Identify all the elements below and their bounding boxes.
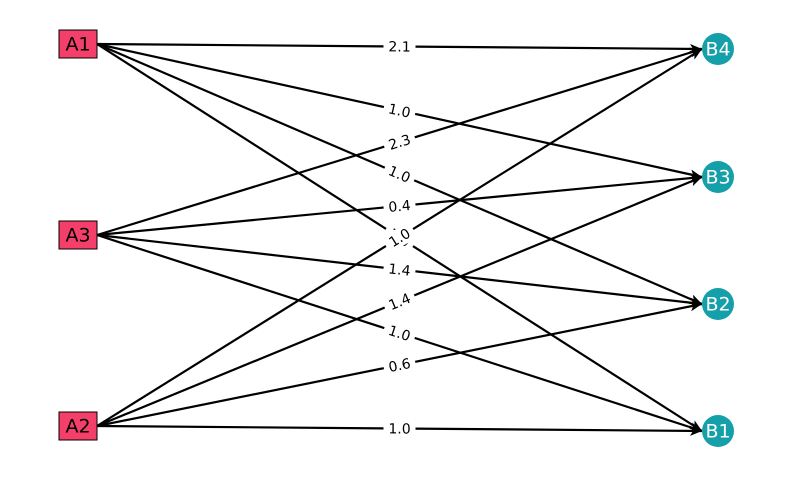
edge-labels-layer: 2.11.01.01.02.30.41.41.01.01.40.61.0 bbox=[381, 37, 418, 438]
edge-label-background bbox=[381, 221, 418, 254]
edge-label-a3-b3: 0.4 bbox=[382, 195, 417, 217]
source-node-box bbox=[58, 220, 98, 250]
edge-label-a2-b3: 1.4 bbox=[381, 287, 418, 316]
edge-label-value: 1.4 bbox=[387, 261, 411, 279]
edge-label-background bbox=[381, 128, 418, 156]
target-node-b4[interactable]: B4 bbox=[702, 33, 734, 65]
target-node-label: B3 bbox=[705, 167, 730, 189]
edge-label-a3-b4: 2.3 bbox=[381, 128, 418, 156]
edge-label-background bbox=[382, 353, 417, 377]
edge-label-value: 0.4 bbox=[388, 198, 412, 216]
source-node-a3[interactable]: A3 bbox=[58, 220, 98, 250]
target-node-circle bbox=[702, 415, 734, 447]
source-node-label: A2 bbox=[65, 416, 90, 438]
edge-label-background bbox=[381, 287, 418, 316]
edge-label-a3-b1: 1.0 bbox=[381, 319, 418, 347]
edge-label-a2-b1: 1.0 bbox=[383, 419, 416, 438]
edge-label-a1-b2: 1.0 bbox=[381, 159, 418, 189]
edge-label-a1-b3: 1.0 bbox=[381, 98, 418, 123]
edge-label-background bbox=[381, 98, 418, 123]
edge-label-value: 1.4 bbox=[387, 291, 414, 314]
edge-label-value: 1.0 bbox=[388, 421, 410, 437]
source-node-box bbox=[58, 411, 98, 441]
edge-label-background bbox=[382, 195, 417, 217]
target-node-label: B2 bbox=[705, 294, 730, 316]
target-node-b3[interactable]: B3 bbox=[702, 161, 734, 193]
source-node-a1[interactable]: A1 bbox=[58, 29, 98, 59]
edge-label-background bbox=[383, 419, 416, 438]
source-node-a2[interactable]: A2 bbox=[58, 411, 98, 441]
edge-label-value: 2.3 bbox=[387, 132, 413, 154]
target-node-circle bbox=[702, 288, 734, 320]
edge-label-a2-b2: 0.6 bbox=[382, 353, 417, 377]
target-node-b1[interactable]: B1 bbox=[702, 415, 734, 447]
edge-label-background bbox=[381, 319, 418, 347]
target-node-circle bbox=[702, 33, 734, 65]
source-node-label: A3 bbox=[65, 225, 90, 247]
target-node-label: B4 bbox=[705, 39, 730, 61]
edge-label-background bbox=[381, 159, 418, 189]
edge-label-background bbox=[382, 258, 417, 281]
edge-label-value: 0.6 bbox=[387, 356, 412, 376]
edge-label-a2-b4: 1.0 bbox=[381, 221, 418, 254]
source-node-label: A1 bbox=[65, 34, 90, 56]
target-node-b2[interactable]: B2 bbox=[702, 288, 734, 320]
edge-label-value: 2.1 bbox=[388, 39, 410, 55]
target-node-circle bbox=[702, 161, 734, 193]
target-node-label: B1 bbox=[705, 421, 730, 443]
edge-label-value: 1.0 bbox=[386, 323, 412, 345]
edge-label-background bbox=[383, 37, 416, 56]
edge-label-value: 1.0 bbox=[387, 101, 412, 121]
edge-label-a3-b2: 1.4 bbox=[382, 258, 417, 281]
edge-label-a1-b4: 2.1 bbox=[383, 37, 416, 56]
source-node-box bbox=[58, 29, 98, 59]
